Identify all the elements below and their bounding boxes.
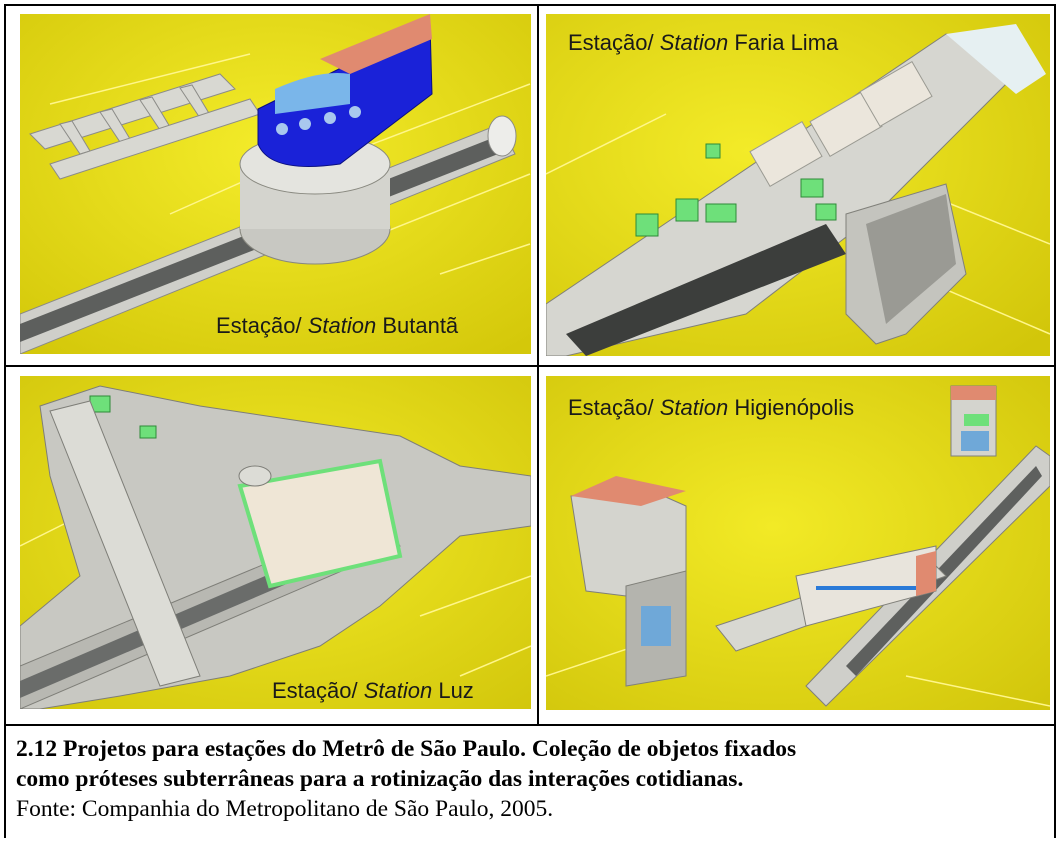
station-render-faria-lima xyxy=(546,14,1050,356)
caption-divider xyxy=(4,724,1056,726)
station-label-faria-lima: Estação/ Station Faria Lima xyxy=(568,30,839,55)
figure-caption: 2.12 Projetos para estações do Metrô de … xyxy=(16,734,1046,824)
station-render-butanta xyxy=(20,14,531,354)
caption-title-line1: 2.12 Projetos para estações do Metrô de … xyxy=(16,736,797,762)
station-render-luz xyxy=(20,376,531,709)
table-frame xyxy=(4,4,1056,838)
table-divider-horizontal xyxy=(4,365,1056,367)
caption-title-line2: como próteses subterrâneas para a rotini… xyxy=(16,766,744,792)
station-render-higienopolis xyxy=(546,376,1050,710)
station-label-higienopolis: Estação/ Station Higienópolis xyxy=(568,395,855,420)
caption-source: Fonte: Companhia do Metropolitano de São… xyxy=(16,796,554,822)
station-label-luz: Estação/ Station Luz xyxy=(272,678,474,703)
station-label-butanta: Estação/ Station Butantã xyxy=(216,313,459,338)
